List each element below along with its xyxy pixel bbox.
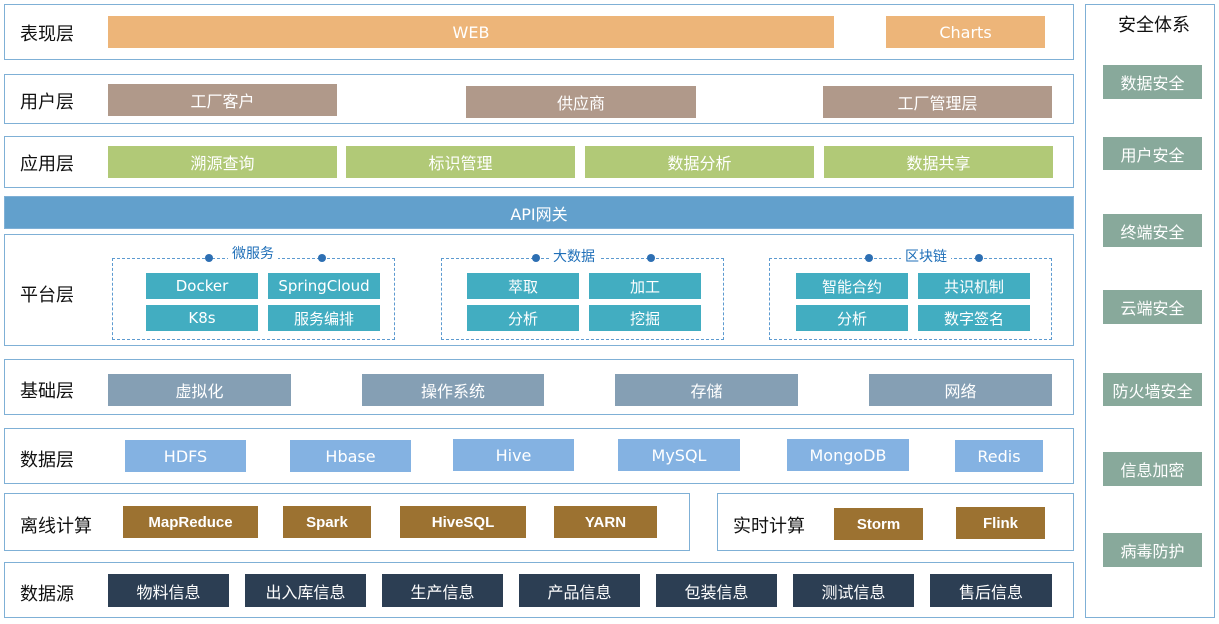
storm-box[interactable]: Storm [834, 508, 923, 540]
application-layer-title: 应用层 [20, 154, 74, 175]
info-encryption-box[interactable]: 信息加密 [1103, 452, 1202, 486]
group-dot [865, 254, 873, 262]
flink-box[interactable]: Flink [956, 507, 1045, 539]
data-layer-title: 数据层 [20, 450, 74, 471]
group-dot [975, 254, 983, 262]
blockchain-group-title: 区块链 [901, 246, 951, 266]
data-source-title: 数据源 [20, 584, 74, 605]
product-info-box[interactable]: 产品信息 [519, 574, 640, 607]
api-gateway-bar[interactable]: API网关 [4, 196, 1074, 229]
production-info-box[interactable]: 生产信息 [382, 574, 503, 607]
realtime-compute-title: 实时计算 [733, 516, 805, 537]
data-sharing-box[interactable]: 数据共享 [824, 146, 1053, 178]
mongodb-box[interactable]: MongoDB [787, 439, 909, 471]
mapreduce-box[interactable]: MapReduce [123, 506, 258, 538]
mining-box[interactable]: 挖掘 [589, 305, 701, 331]
hivesql-box[interactable]: HiveSQL [400, 506, 526, 538]
virus-protection-box[interactable]: 病毒防护 [1103, 533, 1202, 567]
mysql-box[interactable]: MySQL [618, 439, 740, 471]
presentation-layer-title: 表现层 [20, 24, 74, 45]
operating-system-box[interactable]: 操作系统 [362, 374, 544, 406]
offline-compute-title: 离线计算 [20, 516, 92, 537]
bigdata-group-title: 大数据 [549, 246, 599, 266]
bigdata-analysis-box[interactable]: 分析 [467, 305, 579, 331]
microservice-group-title: 微服务 [228, 243, 278, 263]
data-security-box[interactable]: 数据安全 [1103, 65, 1202, 99]
group-dot [205, 254, 213, 262]
identity-management-box[interactable]: 标识管理 [346, 146, 575, 178]
user-security-box[interactable]: 用户安全 [1103, 137, 1202, 170]
security-system-title: 安全体系 [1118, 15, 1190, 36]
spark-box[interactable]: Spark [283, 506, 371, 538]
infrastructure-layer-title: 基础层 [20, 381, 74, 402]
charts-box[interactable]: Charts [886, 16, 1045, 48]
trace-query-box[interactable]: 溯源查询 [108, 146, 337, 178]
material-info-box[interactable]: 物料信息 [108, 574, 229, 607]
web-box[interactable]: WEB [108, 16, 834, 48]
hbase-box[interactable]: Hbase [290, 440, 411, 472]
redis-box[interactable]: Redis [955, 440, 1043, 472]
network-box[interactable]: 网络 [869, 374, 1052, 406]
virtualization-box[interactable]: 虚拟化 [108, 374, 291, 406]
group-dot [647, 254, 655, 262]
factory-customer-box[interactable]: 工厂客户 [108, 84, 337, 116]
aftersales-info-box[interactable]: 售后信息 [930, 574, 1052, 607]
process-box[interactable]: 加工 [589, 273, 701, 299]
storage-box[interactable]: 存储 [615, 374, 798, 406]
docker-box[interactable]: Docker [146, 273, 258, 299]
packaging-info-box[interactable]: 包装信息 [656, 574, 777, 607]
group-dot [532, 254, 540, 262]
extract-box[interactable]: 萃取 [467, 273, 579, 299]
yarn-box[interactable]: YARN [554, 506, 657, 538]
supplier-box[interactable]: 供应商 [466, 86, 696, 118]
hive-box[interactable]: Hive [453, 439, 574, 471]
service-orchestration-box[interactable]: 服务编排 [268, 305, 380, 331]
smart-contract-box[interactable]: 智能合约 [796, 273, 908, 299]
platform-layer-title: 平台层 [20, 285, 74, 306]
factory-management-box[interactable]: 工厂管理层 [823, 86, 1052, 118]
consensus-box[interactable]: 共识机制 [918, 273, 1030, 299]
user-layer-title: 用户层 [20, 92, 74, 113]
test-info-box[interactable]: 测试信息 [793, 574, 914, 607]
k8s-box[interactable]: K8s [146, 305, 258, 331]
cloud-security-box[interactable]: 云端安全 [1103, 290, 1202, 324]
data-analysis-box[interactable]: 数据分析 [585, 146, 814, 178]
hdfs-box[interactable]: HDFS [125, 440, 246, 472]
blockchain-analysis-box[interactable]: 分析 [796, 305, 908, 331]
terminal-security-box[interactable]: 终端安全 [1103, 214, 1202, 247]
group-dot [318, 254, 326, 262]
firewall-security-box[interactable]: 防火墙安全 [1103, 373, 1202, 406]
digital-signature-box[interactable]: 数字签名 [918, 305, 1030, 331]
inout-info-box[interactable]: 出入库信息 [245, 574, 366, 607]
springcloud-box[interactable]: SpringCloud [268, 273, 380, 299]
